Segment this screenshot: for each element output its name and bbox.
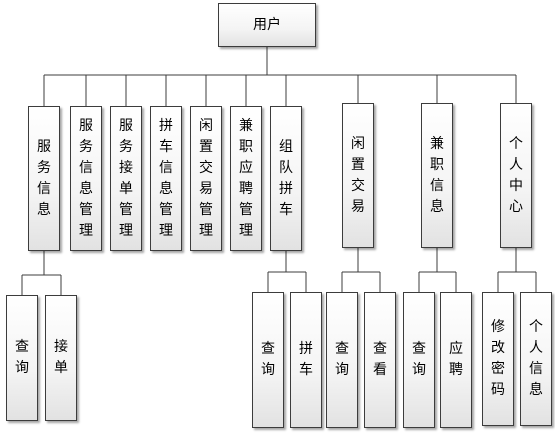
node-team-carpool: 组队拼车	[270, 106, 302, 251]
node-service-order-mgmt: 服务接单管理	[110, 106, 142, 251]
node-service-order-mgmt-label: 服务接单管理	[119, 117, 133, 239]
node-parttime-apply-mgmt: 兼职应聘管理	[230, 106, 262, 251]
node-parttime-info: 兼职信息	[421, 103, 453, 248]
node-parttime-apply: 应聘	[440, 292, 472, 428]
node-personal-info: 个人信息	[520, 292, 552, 426]
node-idle-trade-mgmt-label: 闲置交易管理	[199, 117, 213, 239]
node-parttime-apply-mgmt-label: 兼职应聘管理	[239, 117, 253, 239]
node-carpool-query-label: 查询	[261, 341, 275, 378]
node-idle-trade: 闲置交易	[342, 103, 374, 248]
node-carpool-query: 查询	[252, 292, 284, 428]
node-team-carpool-label: 组队拼车	[279, 138, 293, 218]
node-user-label: 用户	[253, 16, 281, 33]
node-parttime-apply-label: 应聘	[449, 341, 463, 378]
node-user: 用户	[218, 3, 316, 47]
node-service-accept-label: 接单	[54, 339, 68, 376]
node-carpool-join-label: 拼车	[299, 341, 313, 378]
node-service-info-label: 服务信息	[37, 138, 51, 218]
node-service-info-mgmt-label: 服务信息管理	[79, 117, 93, 239]
node-parttime-query: 查询	[403, 292, 435, 428]
node-parttime-info-label: 兼职信息	[430, 135, 444, 215]
node-idle-query-label: 查询	[335, 341, 349, 378]
node-change-password-label: 修改密码	[491, 319, 505, 398]
node-personal-center: 个人中心	[500, 103, 532, 248]
node-idle-view: 查看	[364, 292, 396, 428]
node-idle-trade-label: 闲置交易	[351, 135, 365, 215]
node-service-query-label: 查询	[15, 339, 29, 376]
node-carpool-info-mgmt: 拼车信息管理	[150, 106, 182, 251]
node-service-query: 查询	[6, 295, 38, 421]
node-service-info-mgmt: 服务信息管理	[70, 106, 102, 251]
node-idle-query: 查询	[326, 292, 358, 428]
node-personal-center-label: 个人中心	[509, 135, 523, 215]
node-idle-trade-mgmt: 闲置交易管理	[190, 106, 222, 251]
node-change-password: 修改密码	[482, 292, 514, 426]
node-personal-info-label: 个人信息	[529, 319, 543, 398]
node-carpool-join: 拼车	[290, 292, 322, 428]
node-service-accept: 接单	[45, 295, 77, 421]
node-idle-view-label: 查看	[373, 341, 387, 378]
node-carpool-info-mgmt-label: 拼车信息管理	[159, 117, 173, 239]
node-service-info: 服务信息	[28, 106, 60, 251]
node-parttime-query-label: 查询	[412, 341, 426, 378]
